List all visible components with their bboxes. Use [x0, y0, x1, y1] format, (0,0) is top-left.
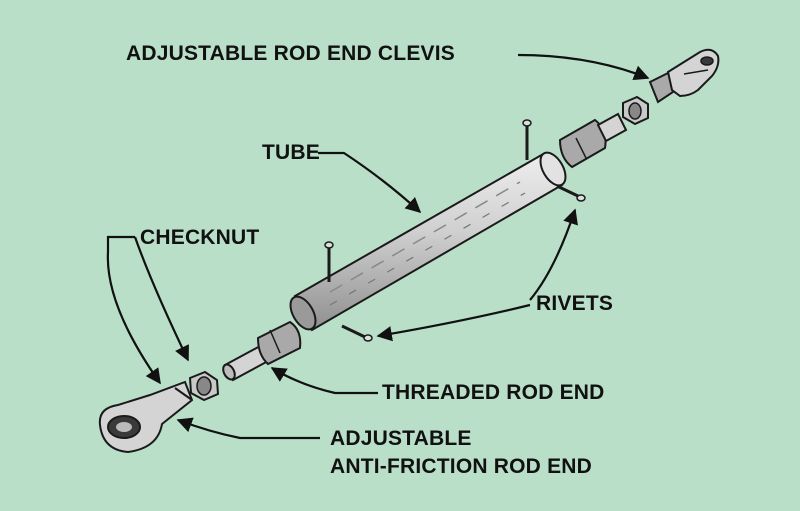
arrow-antifriction [176, 417, 320, 440]
arrow-threaded [270, 367, 378, 395]
upper-threaded-insert [558, 112, 628, 169]
tube [289, 151, 567, 332]
leader-lines [106, 53, 650, 440]
label-anti-friction-line-2: ANTI-FRICTION ROD END [330, 455, 593, 478]
arrow-checknut-1 [106, 235, 161, 385]
arrow-checknut-2 [133, 236, 189, 362]
rivet-bottom-left [341, 324, 373, 342]
anti-friction-rod-end [98, 380, 194, 454]
label-threaded-rod-end: THREADED ROD END [382, 381, 605, 404]
rivet-top-right [522, 119, 532, 160]
arrow-rivets-2 [376, 303, 531, 342]
label-adjustable-rod-end-clevis: ADJUSTABLE ROD END CLEVIS [126, 42, 455, 65]
arrow-clevis [517, 53, 650, 81]
label-tube: TUBE [262, 141, 320, 164]
arrow-tube [318, 151, 422, 214]
rivet-top-left [324, 241, 334, 282]
arrow-rivets-1 [529, 208, 578, 301]
label-anti-friction-line-1: ADJUSTABLE [330, 427, 472, 450]
threaded-rod-end [222, 320, 302, 382]
label-checknut: CHECKNUT [140, 226, 260, 249]
label-rivets: RIVETS [536, 292, 614, 315]
rivet-bottom-right [556, 184, 586, 202]
rod-end-clevis [648, 48, 720, 104]
checknut [188, 370, 220, 402]
upper-checknut [622, 95, 649, 126]
